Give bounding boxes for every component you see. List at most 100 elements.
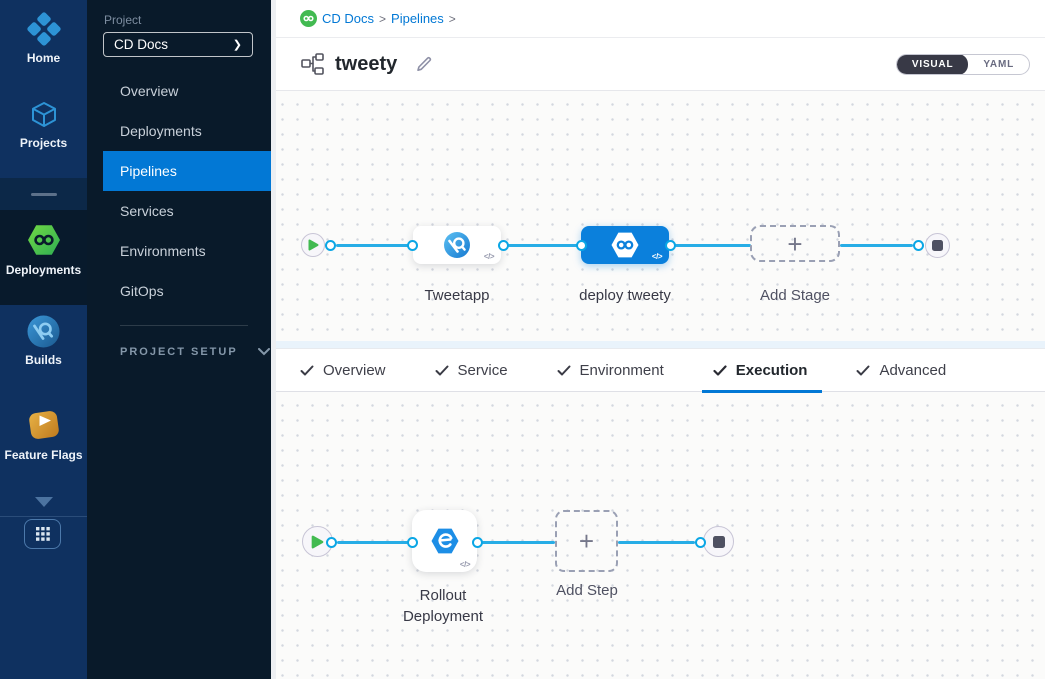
stage-node-tweetapp[interactable]: </>	[413, 226, 501, 264]
execution-step-canvas[interactable]: </> + Rollout Deployment Add Step	[271, 392, 1045, 679]
sidebar-item-overview[interactable]: Overview	[120, 83, 179, 99]
tab-label: Advanced	[879, 361, 947, 379]
deployments-cd-icon	[27, 225, 60, 255]
project-setup-toggle[interactable]: PROJECT SETUP	[120, 346, 270, 358]
node-port[interactable]	[497, 239, 509, 251]
pipeline-end-node[interactable]	[924, 232, 950, 258]
tab-execution[interactable]: Execution	[701, 348, 823, 393]
projects-cube-icon	[31, 102, 56, 127]
breadcrumb-pipelines-link[interactable]: Pipelines	[391, 11, 444, 26]
rail-label: Builds	[25, 353, 62, 367]
rail-item-deployments[interactable]: Deployments	[0, 222, 87, 277]
tab-overview[interactable]: Overview	[300, 348, 386, 392]
pipeline-header: tweety VISUAL YAML	[271, 38, 1045, 91]
sidebar-item-environments[interactable]: Environments	[120, 243, 206, 259]
node-port[interactable]	[664, 239, 676, 251]
pipeline-start-node[interactable]	[301, 233, 325, 257]
execution-end-node[interactable]	[703, 526, 734, 557]
code-view-glyph: </>	[459, 560, 471, 569]
check-icon	[557, 365, 571, 375]
feature-flags-icon	[28, 411, 59, 439]
stage-label: deploy tweety	[579, 287, 671, 304]
stage-canvas[interactable]: </> </> + Tweetapp deploy tweety Add Sta…	[271, 91, 1045, 348]
stage-label: Tweetapp	[424, 287, 490, 304]
stage-node-deploy-tweety[interactable]: </>	[581, 226, 669, 264]
panel-edge-strip	[271, 0, 276, 679]
code-view-glyph: </>	[483, 252, 495, 261]
visual-yaml-toggle[interactable]: VISUAL YAML	[895, 53, 1030, 75]
check-icon	[713, 364, 727, 376]
rail-bottom-section	[0, 516, 87, 679]
edge-connector	[618, 540, 695, 544]
check-icon	[435, 365, 449, 375]
cd-module-icon	[300, 10, 317, 27]
edge-connector	[337, 540, 408, 544]
node-port[interactable]	[575, 239, 587, 251]
rail-divider	[0, 178, 87, 210]
breadcrumb-separator: >	[448, 11, 456, 26]
node-port[interactable]	[694, 536, 706, 548]
tab-advanced[interactable]: Advanced	[856, 348, 946, 392]
node-port[interactable]	[325, 239, 336, 251]
node-port[interactable]	[912, 239, 924, 251]
rollout-deployment-icon	[431, 528, 458, 554]
step-node-rollout-deployment[interactable]: </>	[412, 510, 477, 572]
project-name: CD Docs	[114, 37, 169, 52]
ci-stage-icon	[444, 232, 470, 258]
toggle-yaml[interactable]: YAML	[983, 58, 1014, 70]
chevron-down-icon	[257, 348, 270, 356]
sidebar-item-pipelines[interactable]: Pipelines	[103, 151, 271, 191]
rail-item-home[interactable]: Home	[0, 12, 87, 65]
play-icon	[311, 535, 324, 548]
node-port[interactable]	[406, 536, 418, 548]
edge-connector	[840, 243, 913, 247]
builds-ci-icon	[27, 315, 60, 348]
edge-connector	[508, 243, 582, 247]
tab-environment[interactable]: Environment	[557, 348, 664, 392]
node-port[interactable]	[406, 239, 418, 251]
plus-icon: +	[787, 228, 803, 259]
pipeline-title: tweety	[335, 52, 398, 75]
rail-item-projects[interactable]: Projects	[0, 99, 87, 150]
module-rail: Home Projects Deployments Builds	[0, 0, 87, 679]
home-icon	[26, 12, 61, 46]
cd-stage-icon	[611, 232, 639, 258]
sidebar-item-gitops[interactable]: GitOps	[120, 283, 164, 299]
tab-label: Overview	[323, 361, 386, 379]
node-port[interactable]	[471, 536, 483, 548]
rail-item-feature-flags[interactable]: Feature Flags	[0, 407, 87, 462]
add-step-label: Add Step	[556, 582, 618, 599]
app-grid-button[interactable]	[24, 519, 61, 549]
edge-connector	[675, 243, 751, 247]
project-setup-label: PROJECT SETUP	[120, 346, 238, 358]
rail-label: Projects	[19, 136, 68, 150]
sidebar-item-deployments[interactable]: Deployments	[120, 123, 202, 139]
add-step-button[interactable]: +	[555, 510, 618, 572]
sidebar-divider	[120, 325, 248, 326]
grid-icon	[35, 527, 50, 541]
stop-icon	[931, 239, 943, 251]
edit-pencil-icon[interactable]	[414, 54, 434, 74]
sidebar-nav: Overview Deployments Pipelines Services …	[87, 71, 271, 311]
breadcrumb: CD Docs > Pipelines >	[271, 0, 1045, 38]
breadcrumb-project-link[interactable]: CD Docs	[322, 11, 375, 26]
tab-service[interactable]: Service	[435, 348, 508, 392]
rail-item-builds[interactable]: Builds	[0, 315, 87, 367]
project-selector[interactable]: CD Docs ❯	[103, 32, 253, 57]
rail-divider-handle[interactable]	[30, 192, 57, 196]
sidebar-item-services[interactable]: Services	[120, 203, 174, 219]
rail-more-chevron-icon[interactable]	[35, 497, 53, 507]
play-icon	[308, 239, 318, 251]
node-port[interactable]	[326, 536, 337, 548]
add-stage-label: Add Stage	[759, 287, 831, 304]
rail-label: Deployments	[5, 263, 82, 277]
code-view-glyph: </>	[651, 252, 663, 261]
check-icon	[856, 365, 870, 375]
stop-icon	[712, 535, 725, 548]
rail-label: Feature Flags	[4, 448, 83, 462]
toggle-visual[interactable]: VISUAL	[896, 54, 969, 74]
stage-config-tabs: Overview Service Environment Execution A…	[271, 348, 1045, 393]
add-stage-button[interactable]: +	[750, 225, 840, 262]
tab-label: Environment	[579, 361, 664, 379]
chevron-right-icon: ❯	[232, 39, 242, 51]
